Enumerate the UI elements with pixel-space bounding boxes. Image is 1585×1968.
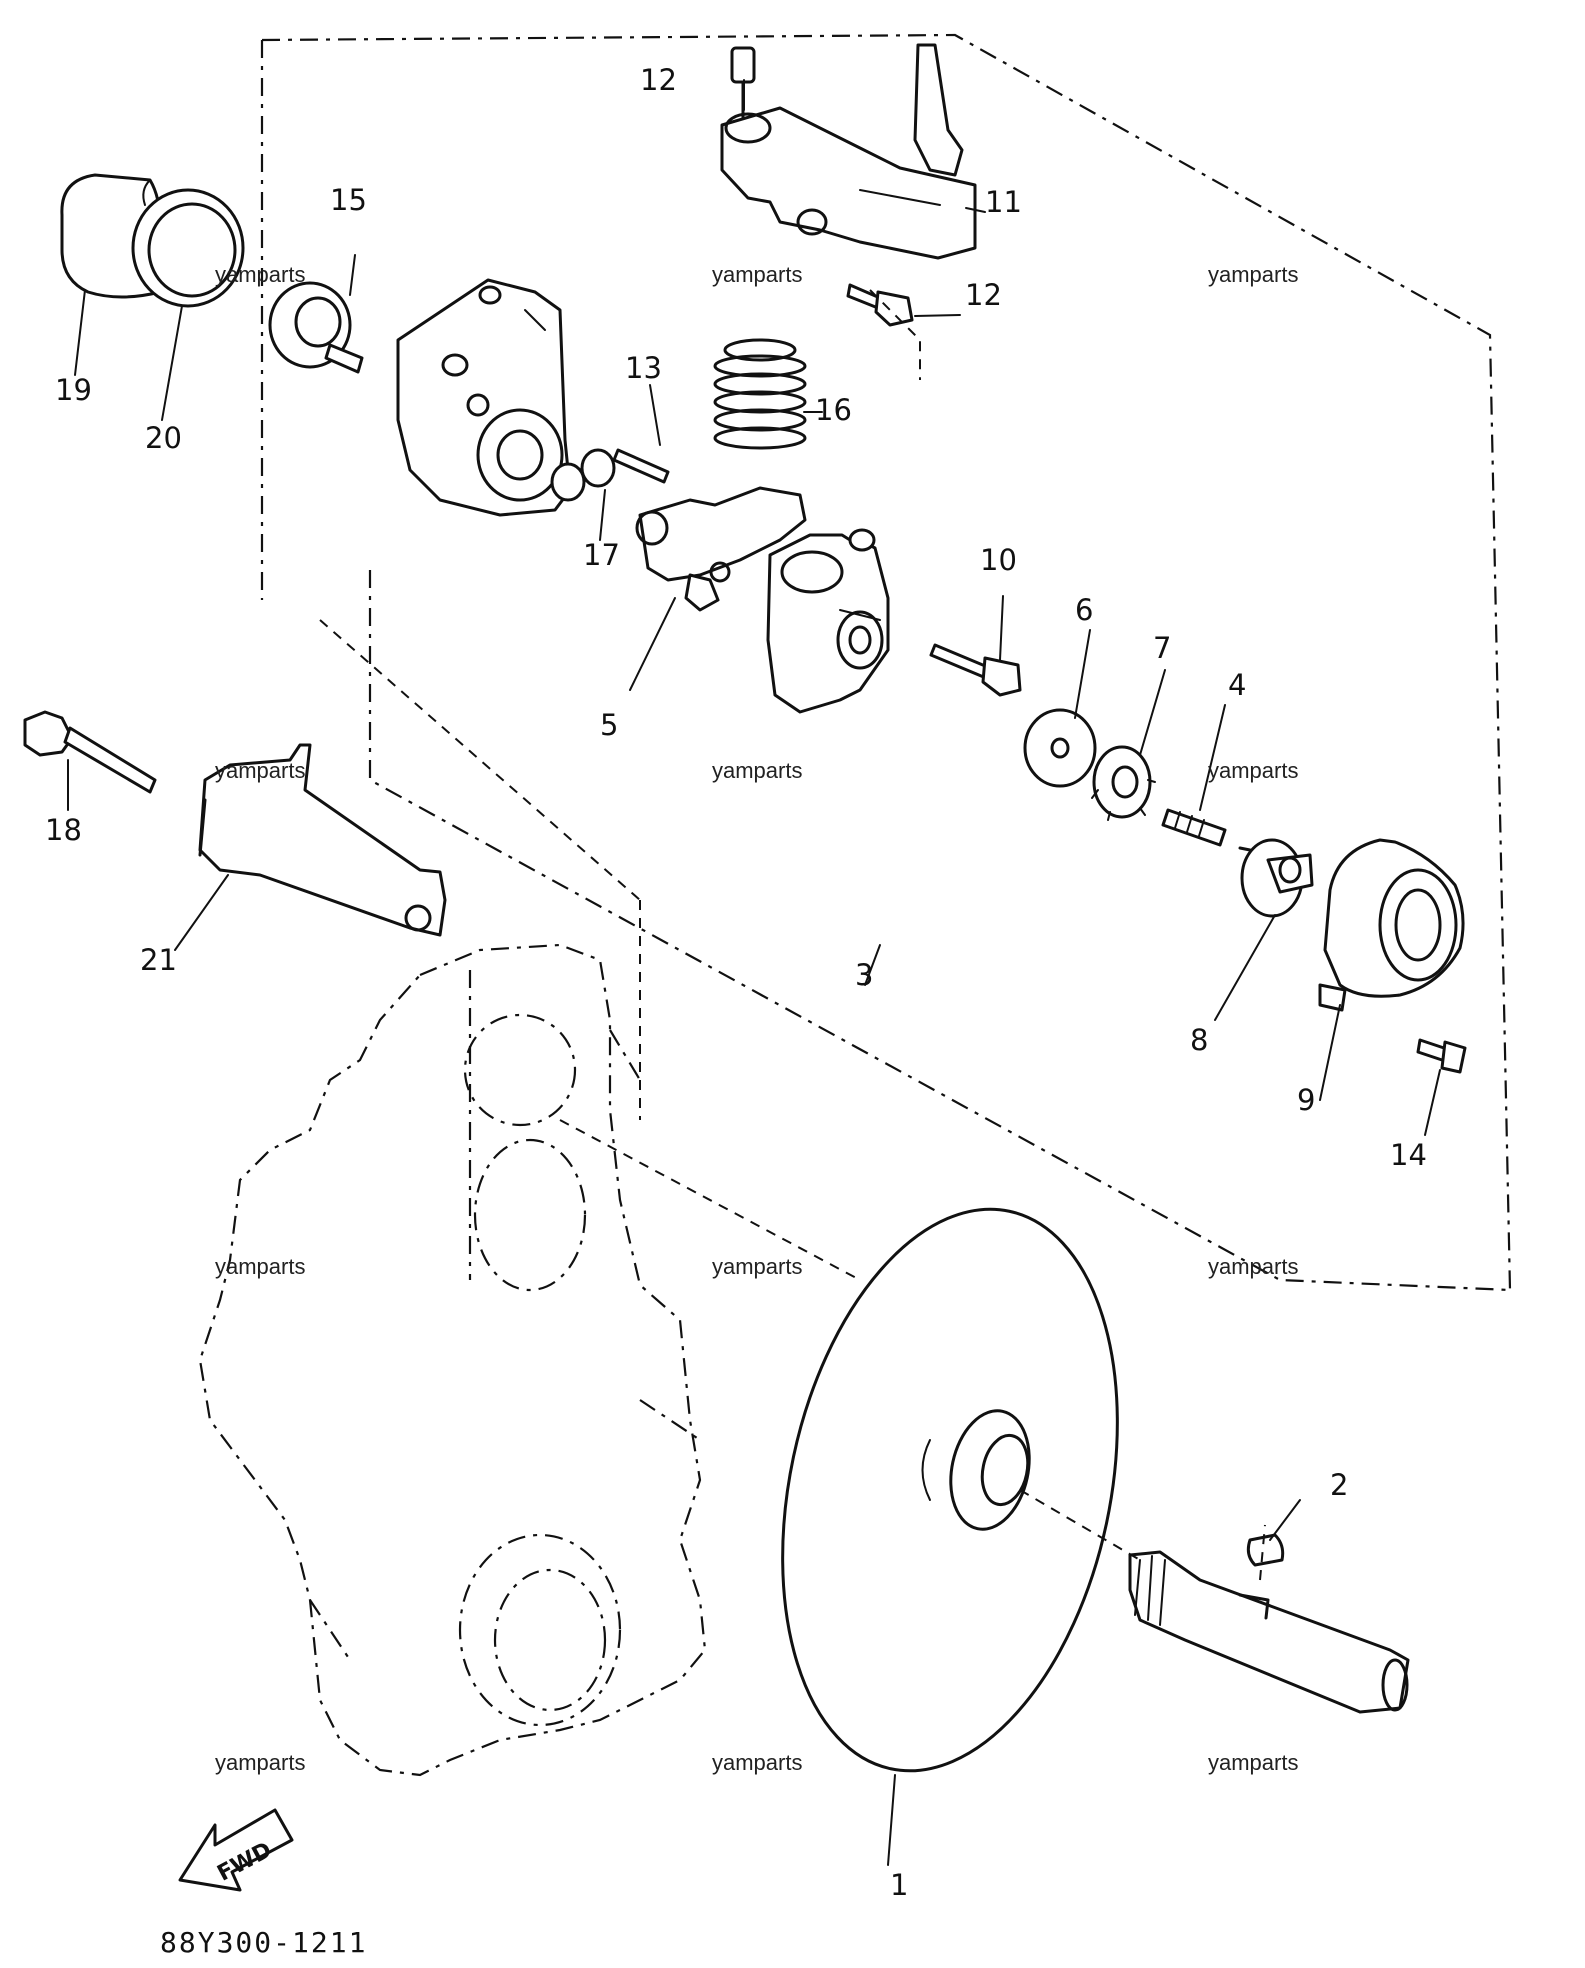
- part-13-pin: [612, 448, 670, 484]
- callout-10: 10: [980, 543, 1017, 577]
- part-17-collar: [580, 448, 616, 488]
- callout-9: 9: [1297, 1083, 1315, 1117]
- callout-14: 14: [1390, 1138, 1427, 1172]
- part-14-screw: [1416, 1038, 1467, 1074]
- watermark-text: yamparts: [712, 1254, 802, 1279]
- output-shaft: [1128, 1550, 1410, 1714]
- leader-lines: [67, 79, 1441, 1866]
- callout-19: 19: [55, 373, 92, 407]
- watermark-text: yamparts: [712, 262, 802, 287]
- part-21-bracket: [198, 743, 447, 937]
- callout-15: 15: [330, 183, 367, 217]
- part-9-cover: [1318, 838, 1465, 1012]
- callout-17: 17: [583, 538, 620, 572]
- crankcase-outline: [198, 943, 707, 1777]
- part-10-bolt: [929, 643, 1022, 697]
- callout-11: 11: [985, 185, 1022, 219]
- part-18-bolt: [23, 710, 157, 794]
- callout-labels: 1 2 3 4 5 6 7 8 9 10 11 12 12 13 14 15 1…: [45, 63, 1427, 1902]
- part-15-plug: [268, 281, 364, 374]
- diagram-code: 88Y300-1211: [160, 1926, 367, 1959]
- watermark-text: yamparts: [1208, 1254, 1298, 1279]
- callout-1: 1: [890, 1868, 908, 1902]
- part-6-washer: [1023, 708, 1097, 788]
- part-20-ring: [131, 188, 245, 308]
- callout-18: 18: [45, 813, 82, 847]
- callout-12-top: 12: [640, 63, 677, 97]
- fwd-arrow-icon: FWD: [178, 1808, 294, 1892]
- watermarks: yamparts yamparts yamparts yamparts yamp…: [215, 262, 1298, 1775]
- part-2-key: [1246, 1533, 1285, 1567]
- callout-21: 21: [140, 943, 177, 977]
- pump-housing: [396, 278, 586, 517]
- part-12-bolt-right: [846, 283, 914, 327]
- callout-12-right: 12: [965, 278, 1002, 312]
- callout-2: 2: [1330, 1468, 1348, 1502]
- watermark-text: yamparts: [1208, 1750, 1298, 1775]
- part-4-shaft: [1161, 808, 1227, 847]
- callout-8: 8: [1190, 1023, 1208, 1057]
- callout-16: 16: [815, 393, 852, 427]
- watermark-text: yamparts: [215, 1750, 305, 1775]
- callout-13: 13: [625, 351, 662, 385]
- part-7-gear: [1091, 745, 1156, 821]
- callout-3: 3: [855, 958, 873, 992]
- watermark-text: yamparts: [1208, 758, 1298, 783]
- callout-6: 6: [1075, 593, 1093, 627]
- callout-4: 4: [1228, 668, 1246, 702]
- watermark-text: yamparts: [215, 262, 305, 287]
- part-11-lever-bracket: [720, 43, 977, 260]
- pump-body: [766, 528, 890, 714]
- watermark-text: yamparts: [215, 1254, 305, 1279]
- part-1-disc: [781, 1207, 1119, 1773]
- watermark-text: yamparts: [1208, 262, 1298, 287]
- watermark-text: yamparts: [712, 1750, 802, 1775]
- watermark-text: yamparts: [215, 758, 305, 783]
- part-8-cam: [1238, 838, 1314, 918]
- part-5-shaft-assembly: [635, 486, 807, 612]
- callout-5: 5: [600, 708, 618, 742]
- callout-7: 7: [1153, 631, 1171, 665]
- assembly-boundary: [260, 33, 1512, 1292]
- part-16-spring: [713, 338, 807, 450]
- callout-20: 20: [145, 421, 182, 455]
- watermark-text: yamparts: [712, 758, 802, 783]
